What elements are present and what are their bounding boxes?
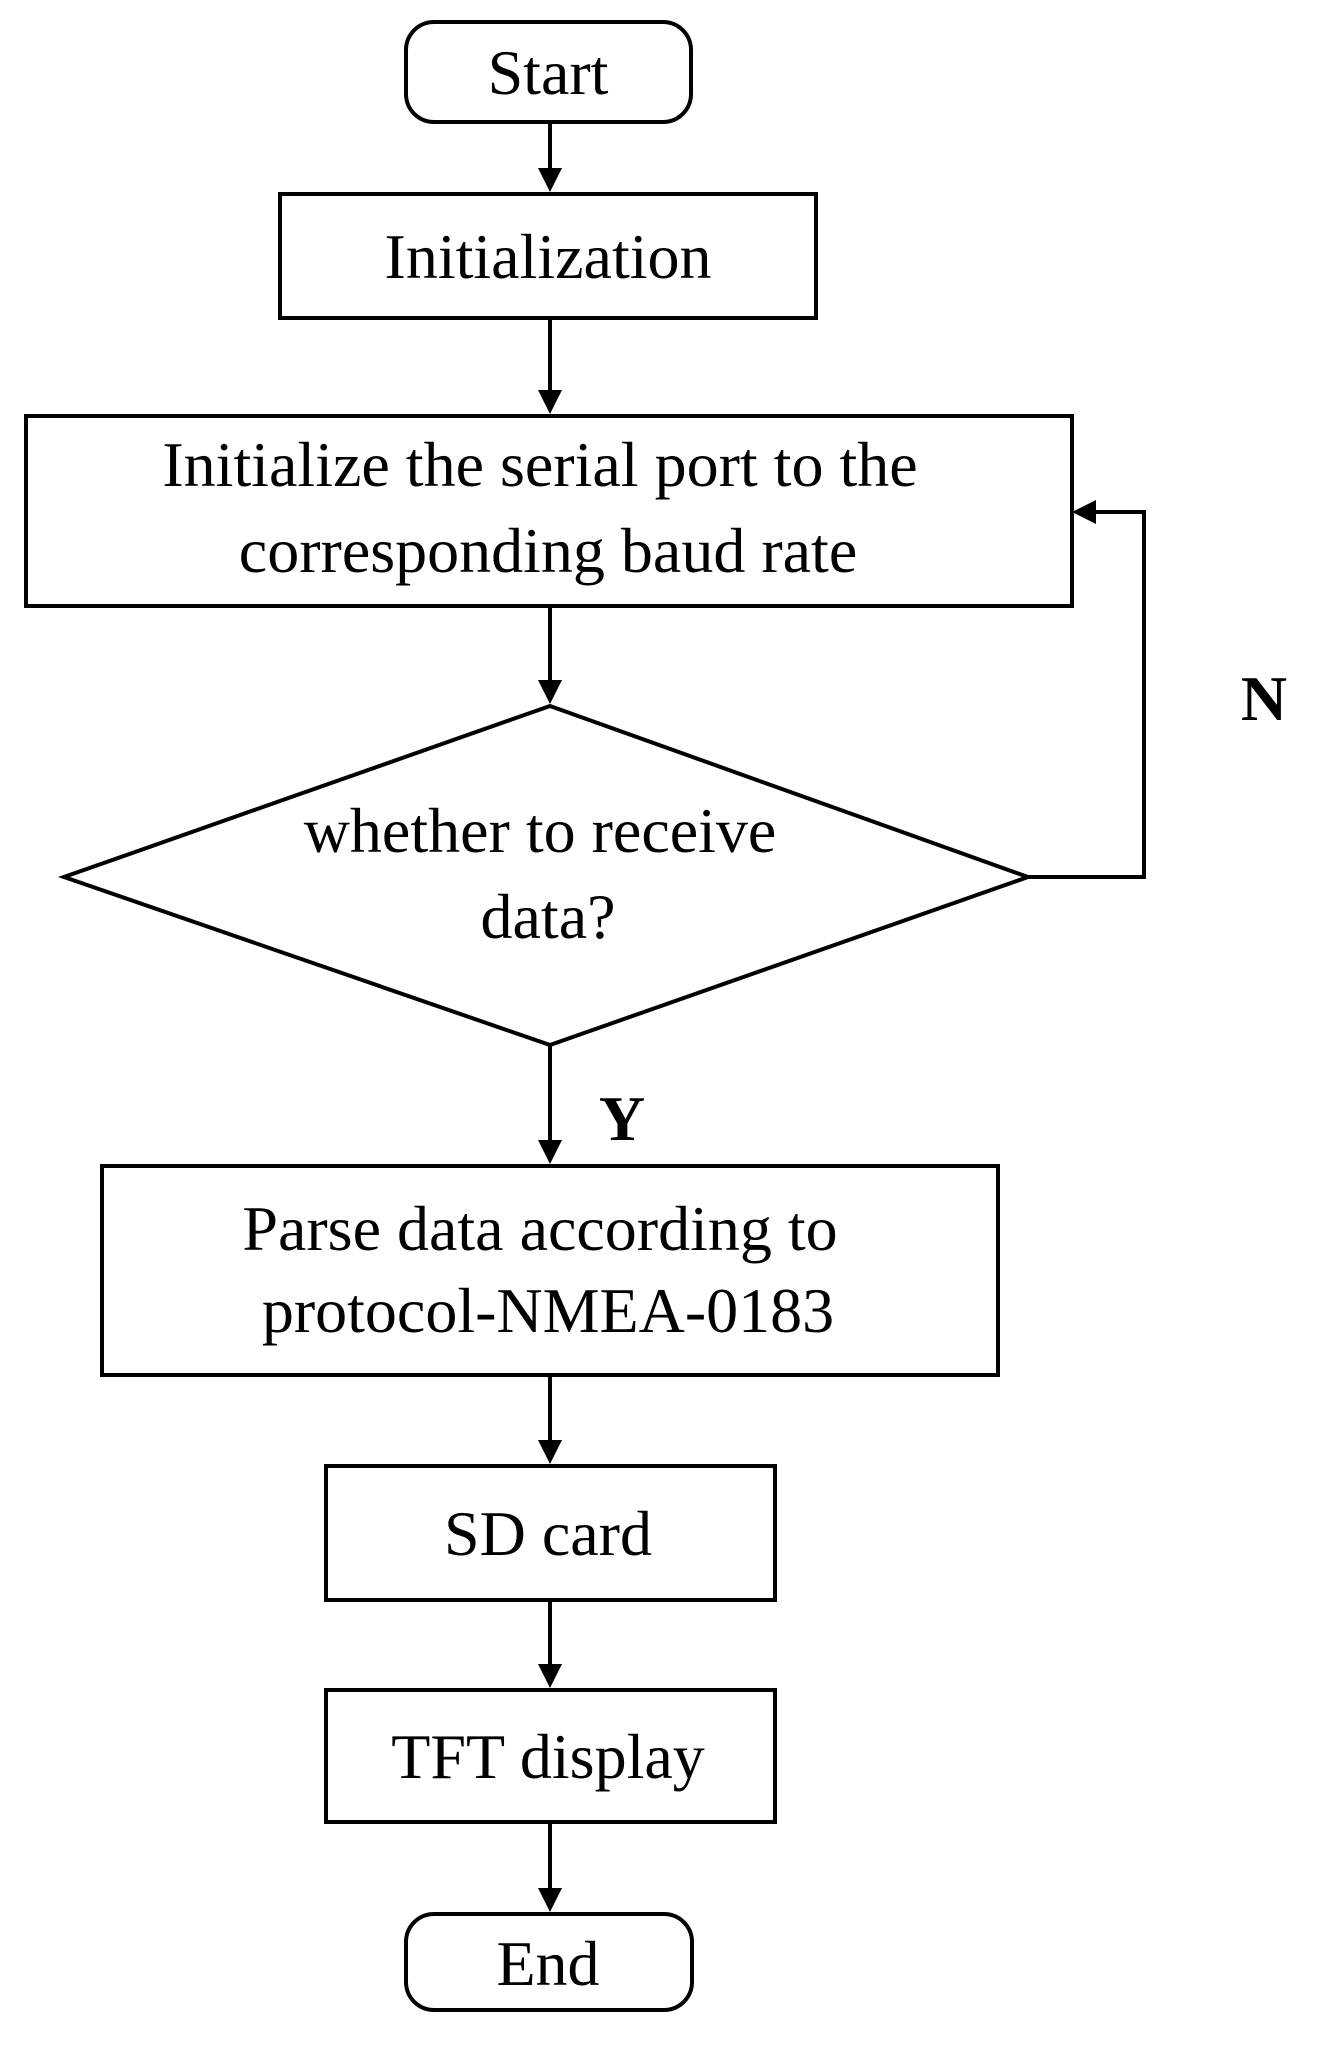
edge-parse-to-sd-card bbox=[538, 1375, 562, 1464]
parse-label-line2: protocol-NMEA-0183 bbox=[262, 1275, 834, 1346]
svg-text:Initialize the serial port to: Initialize the serial port to the corres… bbox=[162, 429, 933, 586]
initialization-label: Initialization bbox=[385, 221, 712, 292]
decision-label-line2: data? bbox=[481, 881, 616, 952]
svg-text:End: End bbox=[496, 1928, 599, 1999]
parse-label-line1: Parse data according to bbox=[242, 1193, 837, 1264]
sd-card-label: SD card bbox=[444, 1498, 652, 1569]
svg-text:Initialization: Initialization bbox=[385, 221, 712, 292]
end-label: End bbox=[496, 1928, 599, 1999]
edge-serial-to-decision bbox=[538, 606, 562, 704]
svg-text:TFT display: TFT display bbox=[391, 1721, 705, 1792]
edge-sd-card-to-tft bbox=[538, 1600, 562, 1688]
svg-text:Start: Start bbox=[488, 37, 609, 108]
parse-node: Parse data according to protocol-NMEA-01… bbox=[100, 1164, 1000, 1377]
svg-text:Parse data according to: Parse data according to protocol-NMEA-01… bbox=[242, 1193, 853, 1346]
svg-text:whether to receive data?: whether to receive data? bbox=[304, 795, 793, 952]
edge-decision-to-parse bbox=[538, 1045, 562, 1164]
start-node: Start bbox=[404, 20, 693, 124]
start-label: Start bbox=[488, 37, 609, 108]
svg-text:SD card: SD card bbox=[444, 1498, 652, 1569]
initialization-node: Initialization bbox=[278, 192, 818, 320]
tft-display-node: TFT display bbox=[324, 1688, 777, 1824]
tft-display-label: TFT display bbox=[391, 1721, 705, 1792]
sd-card-node: SD card bbox=[324, 1464, 777, 1602]
init-serial-node: Initialize the serial port to the corres… bbox=[24, 414, 1074, 608]
init-serial-label-line2: corresponding baud rate bbox=[239, 515, 857, 586]
init-serial-label-line1: Initialize the serial port to the bbox=[162, 429, 917, 500]
edge-tft-to-end bbox=[538, 1822, 562, 1912]
end-node: End bbox=[404, 1912, 694, 2012]
decision-label-line1: whether to receive bbox=[304, 795, 777, 866]
edge-initialization-to-serial bbox=[538, 318, 562, 414]
edge-start-to-initialization bbox=[538, 122, 562, 192]
decision-node: whether to receive data? bbox=[57, 703, 1034, 1048]
edge-label-yes: Y bbox=[599, 1083, 645, 1154]
edge-decision-no-loop bbox=[1028, 500, 1146, 879]
edge-label-no: N bbox=[1241, 663, 1287, 734]
